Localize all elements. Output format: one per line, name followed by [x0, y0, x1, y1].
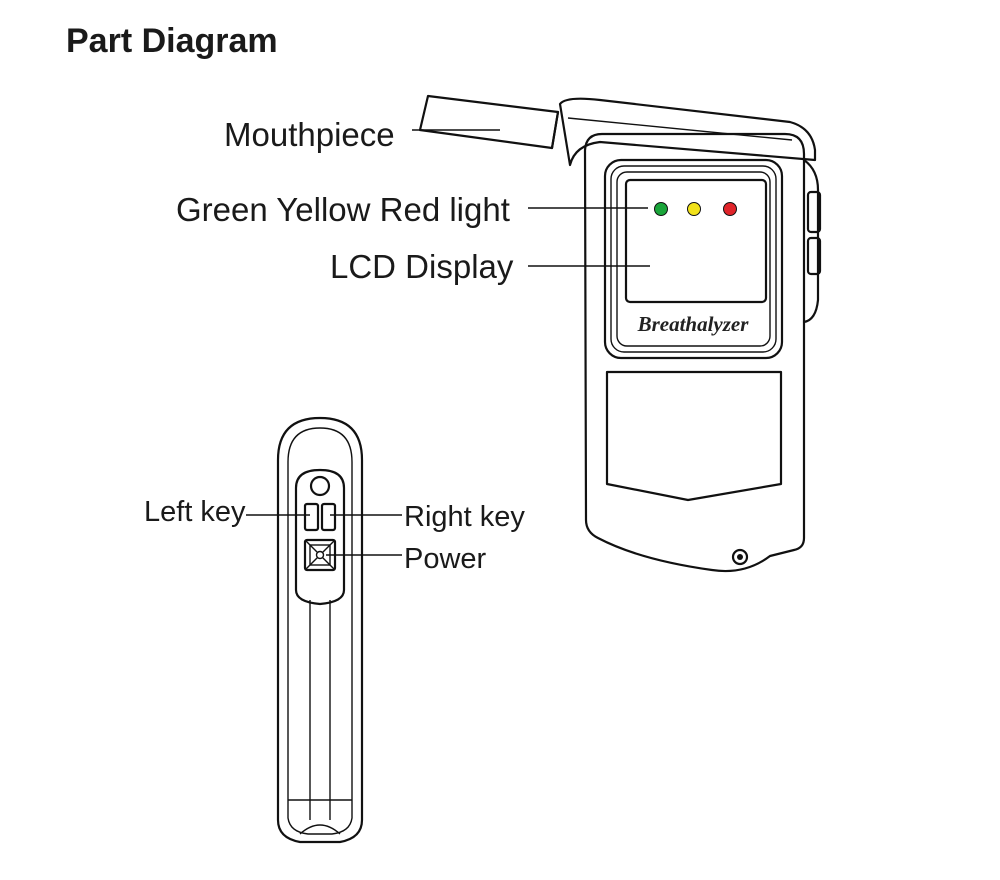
indicator-caption-caution: Caution: [676, 187, 702, 194]
lower-panel: [605, 370, 783, 502]
lcd-display: [624, 178, 768, 304]
page-title: Part Diagram: [66, 22, 278, 60]
brand-logo: Breathalyzer: [637, 312, 750, 336]
left-key[interactable]: [303, 502, 320, 532]
red-light: [723, 202, 737, 216]
yellow-light: [687, 202, 701, 216]
right-key[interactable]: [320, 502, 337, 532]
side-button-bottom: [806, 236, 822, 276]
label-mouthpiece: Mouthpiece: [224, 116, 395, 153]
side-hole: [309, 475, 331, 497]
lanyard-hole: [731, 548, 749, 566]
label-left-key: Left key: [144, 496, 246, 528]
label-right-key: Right key: [404, 501, 525, 533]
label-power: Power: [404, 543, 487, 575]
breathalyzer-side-view: [276, 416, 364, 844]
device-body: [583, 132, 806, 573]
indicator-caption-danger: Danger: [714, 187, 738, 194]
indicator-caption-safe: Safe: [651, 187, 666, 194]
green-light: [654, 202, 668, 216]
label-lcd-display: LCD Display: [330, 248, 514, 285]
callout-lines: [246, 129, 650, 556]
label-lights: Green Yellow Red light: [176, 191, 510, 228]
key-panel: [294, 468, 346, 606]
side-button-top: [806, 190, 822, 234]
mouthpiece: [418, 94, 560, 150]
breathalyzer-front-view: Safe Caution Danger Breathalyzer: [418, 94, 822, 573]
